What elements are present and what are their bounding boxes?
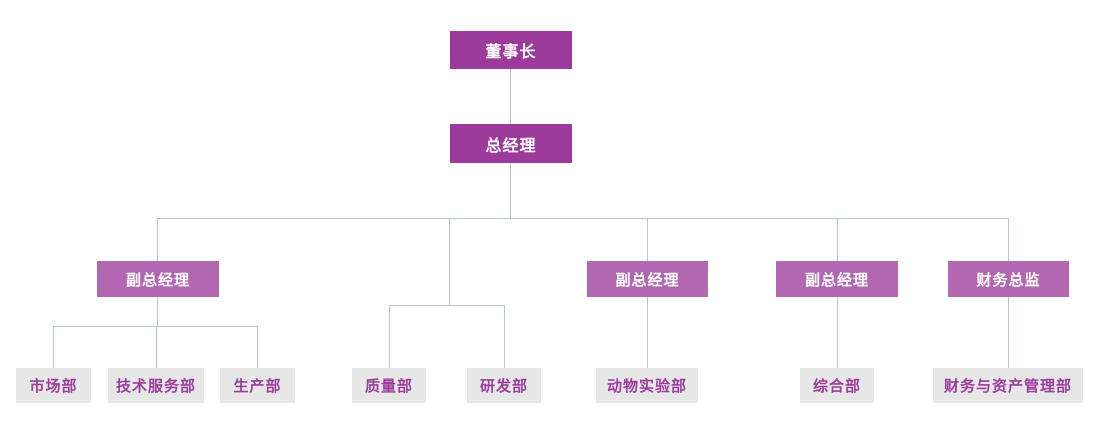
org-node-cfo-label: 财务总监 bbox=[976, 271, 1041, 289]
org-node-dept-tech-service-label: 技术服务部 bbox=[115, 378, 196, 395]
connector-gm-trunk bbox=[510, 163, 511, 219]
connector-sub-horizontal-mid bbox=[389, 305, 504, 306]
org-node-dept-quality-label: 质量部 bbox=[364, 378, 413, 395]
connector-drop-tech-service bbox=[156, 326, 157, 368]
connector-drop-deputy1 bbox=[157, 218, 158, 261]
org-node-dept-rnd-label: 研发部 bbox=[479, 378, 528, 395]
connector-drop-finance-asset bbox=[1008, 297, 1009, 368]
connector-drop-production bbox=[257, 326, 258, 368]
org-node-dept-production-label: 生产部 bbox=[233, 378, 282, 395]
org-node-deputy-3-label: 副总经理 bbox=[804, 271, 869, 289]
org-node-cfo[interactable]: 财务总监 bbox=[948, 261, 1069, 297]
org-node-deputy-2[interactable]: 副总经理 bbox=[587, 261, 708, 297]
org-node-dept-rnd[interactable]: 研发部 bbox=[467, 368, 541, 403]
connector-drop-cfo bbox=[1008, 218, 1009, 262]
connector-drop-deputy3 bbox=[837, 218, 838, 261]
org-node-dept-market[interactable]: 市场部 bbox=[16, 368, 91, 403]
org-node-dept-general-affairs-label: 综合部 bbox=[812, 378, 861, 395]
org-node-general-manager[interactable]: 总经理 bbox=[450, 124, 572, 163]
connector-deputy1-down bbox=[157, 297, 158, 327]
org-node-deputy-1[interactable]: 副总经理 bbox=[97, 261, 219, 297]
connector-main-horizontal bbox=[157, 218, 1009, 219]
org-node-deputy-2-label: 副总经理 bbox=[615, 271, 680, 289]
connector-drop-rnd bbox=[504, 305, 505, 368]
org-node-chairman-label: 董事长 bbox=[485, 44, 537, 61]
connector-drop-quality bbox=[389, 305, 390, 368]
org-node-dept-finance-asset-label: 财务与资产管理部 bbox=[943, 378, 1072, 395]
org-node-dept-animal-lab-label: 动物实验部 bbox=[606, 378, 687, 395]
org-node-dept-animal-lab[interactable]: 动物实验部 bbox=[596, 368, 698, 403]
connector-chairman-gm bbox=[510, 69, 511, 125]
org-node-deputy-1-label: 副总经理 bbox=[125, 271, 190, 289]
connector-sub-horizontal-left bbox=[53, 326, 257, 327]
org-node-dept-market-label: 市场部 bbox=[29, 378, 78, 395]
org-node-dept-tech-service[interactable]: 技术服务部 bbox=[108, 368, 204, 403]
org-node-dept-production[interactable]: 生产部 bbox=[220, 368, 295, 403]
org-node-deputy-3[interactable]: 副总经理 bbox=[776, 261, 898, 297]
org-node-dept-general-affairs[interactable]: 综合部 bbox=[800, 368, 874, 403]
org-node-general-manager-label: 总经理 bbox=[485, 137, 537, 155]
org-node-dept-quality[interactable]: 质量部 bbox=[352, 368, 426, 403]
org-node-chairman[interactable]: 董事长 bbox=[450, 31, 572, 69]
connector-drop-animal-lab bbox=[647, 297, 648, 368]
connector-drop-general-affairs bbox=[837, 297, 838, 368]
connector-drop-deputy2 bbox=[647, 218, 648, 261]
org-node-dept-finance-asset[interactable]: 财务与资产管理部 bbox=[933, 368, 1083, 403]
connector-drop-market bbox=[53, 326, 54, 368]
connector-drop-mid-branch bbox=[449, 218, 450, 306]
